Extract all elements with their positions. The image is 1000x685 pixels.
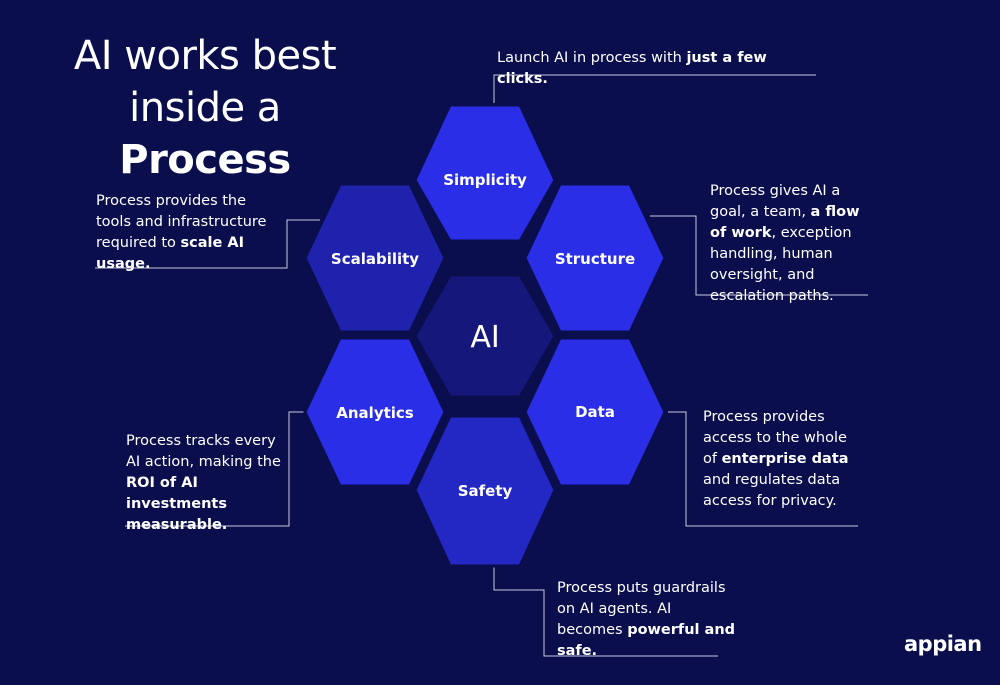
- callout-scalability: Process provides the tools and infrastru…: [96, 191, 281, 275]
- hex-safety: [413, 414, 557, 568]
- connector-scalability: [95, 219, 320, 269]
- callout-scalability-bold: scale AI usage.: [96, 235, 245, 272]
- hex-label-analytics: Analytics: [336, 404, 414, 422]
- connector-structure: [650, 215, 868, 296]
- hex-analytics: [303, 336, 447, 488]
- connector-safety: [493, 566, 718, 657]
- callout-structure: Process gives AI a goal, a team, a flow …: [710, 181, 875, 307]
- callout-data-text-2: and regulates data access for privacy.: [703, 472, 841, 509]
- hex-label-simplicity: Simplicity: [443, 171, 527, 189]
- hex-label-ai: AI: [470, 320, 499, 355]
- callout-data-bold: enterprise data: [721, 451, 849, 467]
- hex-data: [523, 336, 667, 488]
- callout-safety: Process puts guardrails on AI agents. AI…: [557, 578, 737, 662]
- callout-simplicity: Launch AI in process with just a few cli…: [497, 48, 817, 90]
- callout-structure-text-1: Process gives AI a goal, a team,: [710, 183, 841, 220]
- hex-scalability: [303, 182, 447, 334]
- connector-simplicity: [493, 74, 816, 103]
- callout-analytics-bold: ROI of AI investments measurable.: [126, 475, 228, 533]
- page-title: AI works best inside a Process: [40, 30, 370, 186]
- title-line-2: inside a Process: [40, 82, 370, 186]
- hex-label-structure: Structure: [555, 250, 635, 268]
- callout-data-text-1: Process provides access to the whole of: [703, 409, 847, 467]
- callout-analytics: Process tracks every AI action, making t…: [126, 431, 288, 536]
- connector-data: [668, 411, 858, 527]
- connector-analytics: [125, 411, 304, 527]
- callout-scalability-text: Process provides the tools and infrastru…: [96, 193, 267, 251]
- callout-analytics-text: Process tracks every AI action, making t…: [126, 433, 281, 470]
- title-line-1: AI works best: [73, 33, 337, 79]
- hex-label-scalability: Scalability: [331, 250, 419, 268]
- callout-structure-bold: a flow of work: [710, 204, 860, 241]
- title-line-2-bold: Process: [119, 137, 291, 183]
- appian-logo: appian: [904, 632, 982, 656]
- title-line-2-plain: inside a: [129, 85, 281, 131]
- hex-simplicity: [413, 103, 557, 243]
- hex-label-safety: Safety: [458, 482, 513, 500]
- callout-structure-text-2: , exception handling, human oversight, a…: [710, 225, 852, 304]
- hex-label-data: Data: [575, 403, 615, 421]
- hex-center: [413, 273, 557, 399]
- callout-safety-bold: powerful and safe.: [557, 622, 736, 659]
- callout-simplicity-bold: just a few clicks.: [497, 50, 767, 87]
- callout-simplicity-text: Launch AI in process with: [497, 50, 687, 66]
- callout-data: Process provides access to the whole of …: [703, 407, 863, 512]
- callout-safety-text: Process puts guardrails on AI agents. AI…: [557, 580, 726, 638]
- hex-structure: [523, 182, 667, 334]
